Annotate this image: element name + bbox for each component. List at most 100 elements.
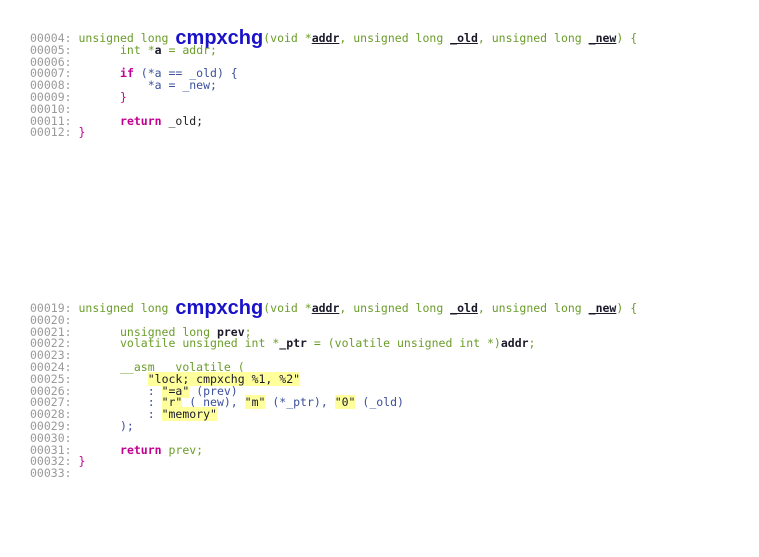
line-number: 00021: [30,324,72,339]
code-line: 00011: return _old; [30,113,637,128]
code-line: 00023: [30,348,637,363]
code-line: 00026: : "=a" (prev) [30,383,637,398]
code-line: 00028: : "memory" [30,407,637,422]
code-line: 00021: unsigned long prev; [30,324,637,339]
line-number: 00011: [30,113,72,128]
code-line: 00030: [30,430,637,445]
code-line: 00033: [30,466,637,481]
code-line: 00027: : "r" (_new), "m" (*_ptr), "0" (_… [30,395,637,410]
code-text: (*a == _old) { [133,66,238,81]
code-line: 00031: return prev; [30,442,637,457]
code-line: 00010: [30,101,637,116]
code-line: 00019: unsigned long cmpxchg(void *addr,… [30,298,638,318]
variable: prev [216,324,245,339]
code-text: ; [244,324,252,339]
code-line: 00007: if (*a == _old) { [30,66,637,81]
code-line: 00032: } [30,454,637,469]
param-addr: addr [311,301,340,315]
code-line: 00025: "lock; cmpxchg %1, %2" [30,371,637,386]
line-number: 00020: [30,312,72,327]
code-text: } [71,89,127,104]
string-literal: "r" [161,395,183,410]
param-text: , unsigned long [477,301,589,315]
string-literal: "memory" [161,407,217,422]
string-literal: "lock; cmpxchg %1, %2" [147,371,301,386]
code-line: 00004: unsigned long cmpxchg(void *addr,… [30,28,638,48]
code-text: unsigned long [71,324,217,339]
line-number: 00033: [30,466,72,481]
code-text: prev; [161,442,204,457]
code-block-asm: 00019: unsigned long cmpxchg(void *addr,… [30,298,638,481]
line-number: 00030: [30,430,72,445]
code-text: (_old) [355,395,404,410]
code-text: ; [528,336,536,351]
keyword: if [120,66,134,81]
line-number: 00032: [30,454,72,469]
variable: addr [500,336,529,351]
line-number: 00007: [30,66,72,81]
code-text: __asm__ volatile ( [71,359,245,374]
line-number: 00025: [30,371,72,386]
code-line: 00012: } [30,125,637,140]
code-text: = (volatile unsigned int *) [306,336,501,351]
code-text: _old; [161,113,204,128]
code-line: 00029: ); [30,418,637,433]
line-number: 00022: [30,336,72,351]
code-text: } [71,125,86,140]
code-line: 00009: } [30,89,637,104]
code-text: : [71,407,162,422]
line-number: 00028: [30,407,72,422]
code-line: 00005: int *a = addr; [30,42,637,57]
string-literal: "0" [334,395,356,410]
code-text: *a = _new; [71,78,217,93]
line-number: 00012: [30,125,72,140]
return-type: unsigned long [71,301,176,315]
keyword: return [120,113,162,128]
function-name: cmpxchg [175,27,264,49]
line-number: 00027: [30,395,72,410]
line-number: 00029: [30,418,72,433]
code-text: : [71,383,162,398]
code-block-simple: 00004: unsigned long cmpxchg(void *addr,… [30,28,638,140]
line-number: 00031: [30,442,72,457]
variable: _ptr [279,336,307,351]
variable: a [154,42,162,57]
code-text: ); [71,418,134,433]
param-new: _new [588,301,617,315]
line-number: 00004: [30,31,72,45]
line-number: 00006: [30,54,72,69]
param-new: _new [588,31,617,45]
line-number: 00009: [30,89,72,104]
line-number: 00005: [30,42,72,57]
param-addr: addr [311,31,340,45]
string-literal: "m" [244,395,266,410]
param-old: _old [450,301,478,315]
code-line: 00024: __asm__ volatile ( [30,359,637,374]
code-text: (*_ptr), [265,395,335,410]
param-text: (void * [263,301,312,315]
code-text: (_new), [182,395,245,410]
param-text: , unsigned long [339,301,451,315]
code-text: int * [71,42,155,57]
line-number: 00008: [30,78,72,93]
return-type: unsigned long [71,31,176,45]
param-text: , unsigned long [477,31,589,45]
code-line: 00006: [30,54,637,69]
line-number: 00023: [30,348,72,363]
line-number: 00010: [30,101,72,116]
code-text: (prev) [189,383,238,398]
param-text: ) { [616,31,638,45]
string-literal: "=a" [161,383,190,398]
code-text: = addr; [161,42,217,57]
code-text: volatile unsigned int * [71,336,280,351]
code-text: } [71,454,86,469]
code-line: 00022: volatile unsigned int *_ptr = (vo… [30,336,637,351]
line-number: 00024: [30,359,72,374]
keyword: return [120,442,162,457]
param-text: (void * [263,31,312,45]
code-line: 00008: *a = _new; [30,78,637,93]
param-old: _old [450,31,478,45]
line-number: 00019: [30,301,72,315]
param-text: , unsigned long [339,31,451,45]
param-text: ) { [616,301,638,315]
